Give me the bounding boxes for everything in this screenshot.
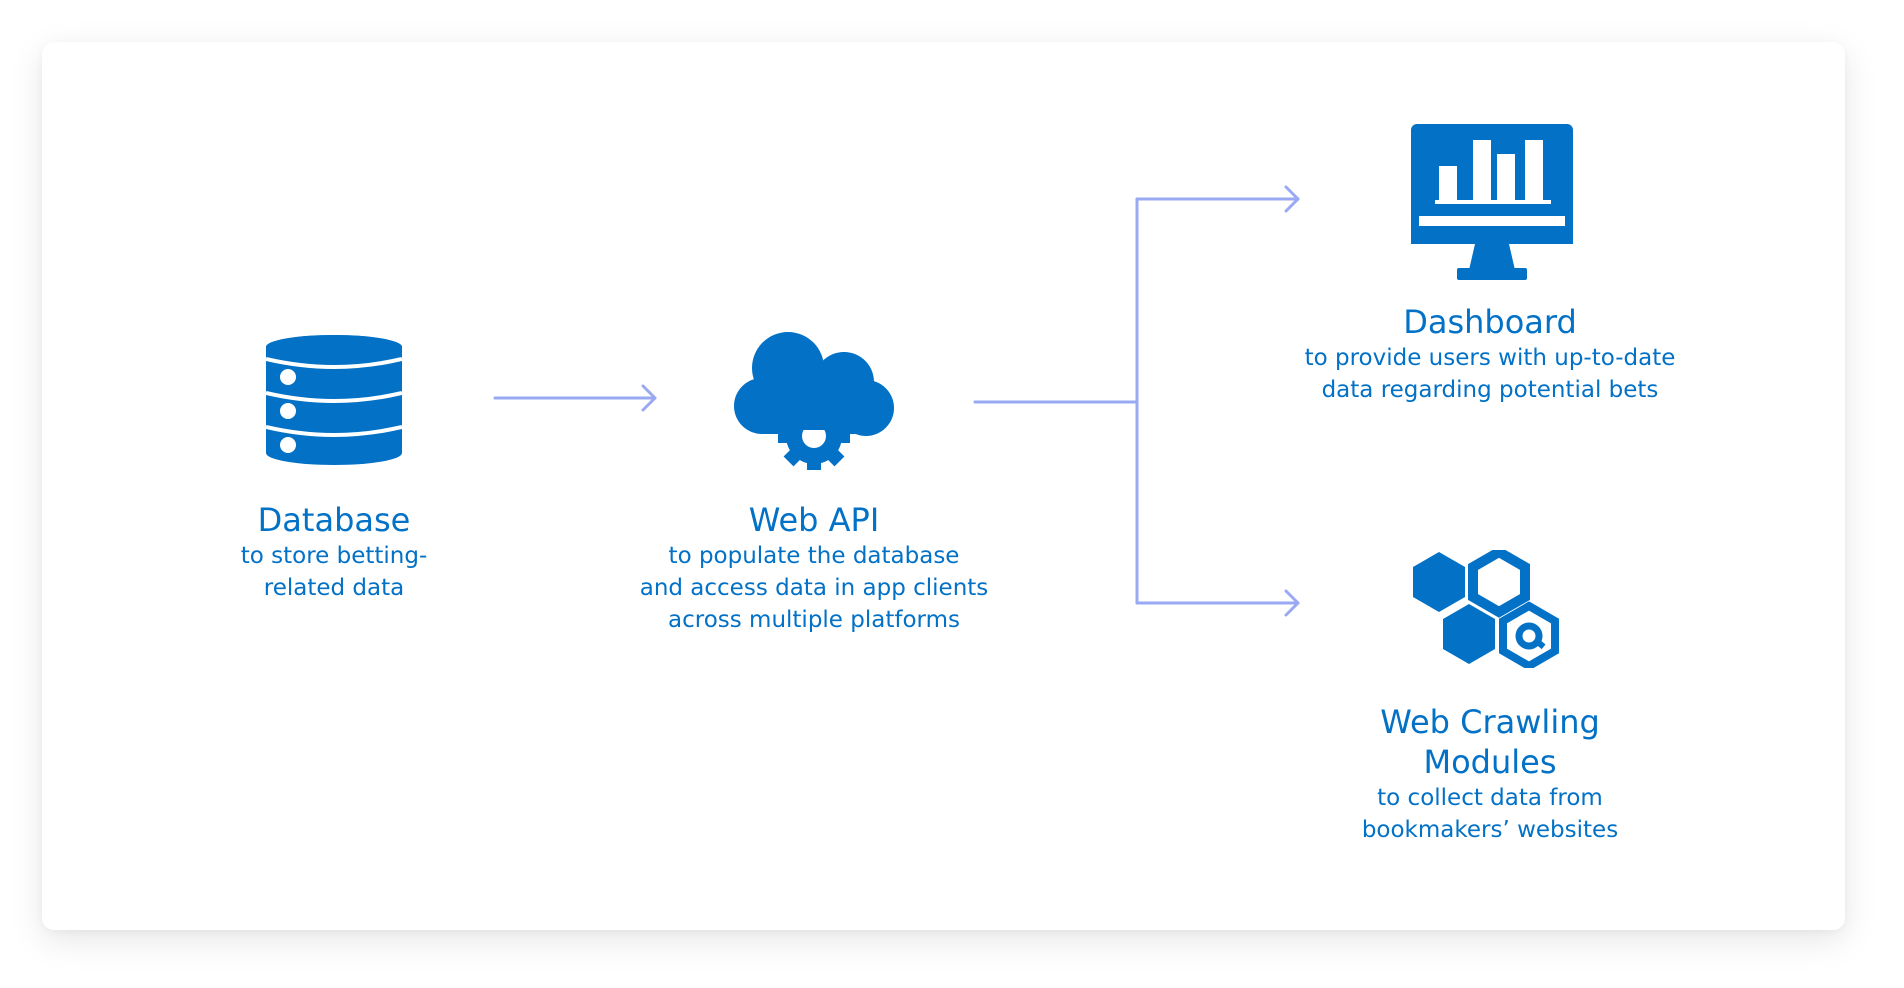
dashboard-label: Dashboard to provide users with up-to-da… [1290, 302, 1690, 406]
database-title: Database [257, 501, 411, 539]
hexagons-icon [1409, 546, 1559, 671]
dashboard-title: Dashboard [1403, 303, 1577, 341]
cloud-gear-icon [732, 328, 896, 472]
connector-webapi-branch [973, 197, 1139, 605]
dashboard-desc-line2: data regarding potential bets [1321, 377, 1659, 403]
database-desc-line2: related data [263, 575, 405, 601]
crawling-title-line1: Web Crawling [1380, 703, 1600, 741]
database-label: Database to store betting- related data [184, 500, 484, 604]
database-desc-line1: to store betting- [240, 543, 428, 569]
arrow-database-to-webapi [493, 384, 657, 412]
webapi-title: Web API [748, 501, 880, 539]
crawling-label: Web Crawling Modules to collect data fro… [1290, 702, 1690, 846]
crawling-title-line2: Modules [1423, 743, 1557, 781]
arrow-to-crawling [1135, 589, 1300, 617]
arrow-to-dashboard [1135, 185, 1300, 213]
crawling-desc-line2: bookmakers’ websites [1361, 817, 1619, 843]
dashboard-desc-line1: to provide users with up-to-date [1304, 345, 1676, 371]
database-icon [265, 335, 403, 465]
monitor-chart-icon [1411, 124, 1573, 282]
webapi-desc-line3: across multiple platforms [668, 607, 960, 633]
crawling-desc-line1: to collect data from [1377, 785, 1603, 811]
webapi-desc-line2: and access data in app clients [639, 575, 989, 601]
webapi-label: Web API to populate the database and acc… [614, 500, 1014, 636]
webapi-desc-line1: to populate the database [668, 543, 960, 569]
